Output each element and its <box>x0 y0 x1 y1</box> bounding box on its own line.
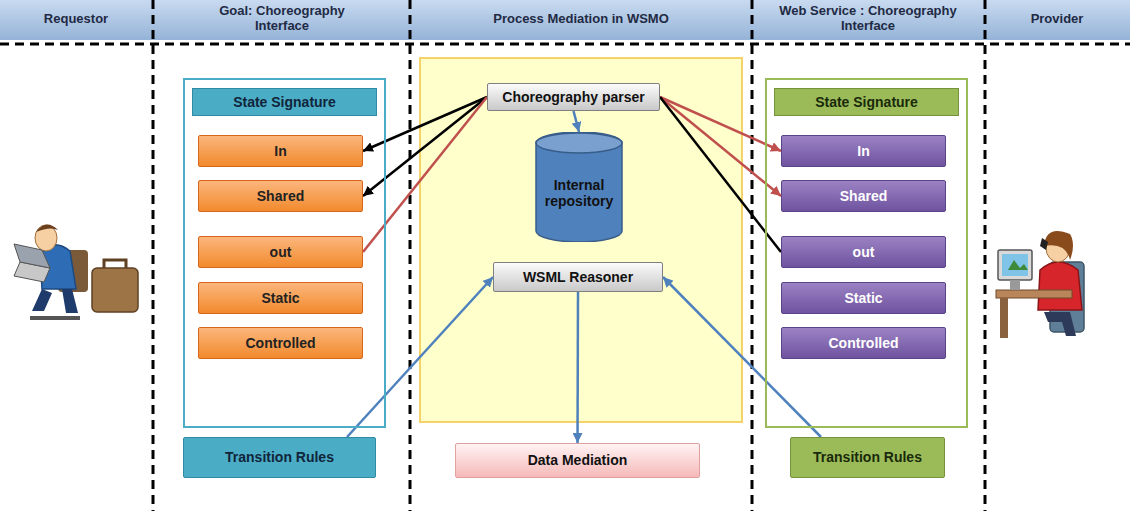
node-label: Shared <box>257 188 304 204</box>
node-label: Static <box>844 290 882 306</box>
provider-figure-part <box>998 250 1032 280</box>
connector-arrow <box>574 111 580 132</box>
parser-box: Choreography parser <box>487 83 660 111</box>
provider-figure-part <box>1000 298 1008 338</box>
node-label: In <box>857 143 869 159</box>
requestor-figure-part <box>32 289 78 313</box>
node-label: Data Mediation <box>528 452 628 468</box>
requestor-figure-part <box>104 260 126 268</box>
separator-part <box>409 0 412 511</box>
column-header: Web Service : Choreography Interface <box>768 4 968 34</box>
connector-arrow <box>347 277 493 437</box>
provider-figure-part <box>1044 312 1076 336</box>
node-label: In <box>274 143 286 159</box>
node-label: Static <box>261 290 299 306</box>
repository-cylinder: Internal repository <box>535 132 623 242</box>
node-label: Controlled <box>246 335 316 351</box>
provider-figure-part <box>1002 254 1028 276</box>
transition-rules-box: Transition Rules <box>790 437 945 478</box>
signature-mode-box: Static <box>781 282 946 314</box>
connector-arrow <box>363 97 487 196</box>
connector-arrow <box>363 97 487 151</box>
requestor-figure-part <box>35 225 57 251</box>
node-label: Choreography parser <box>502 89 644 105</box>
provider-figure-part <box>1008 260 1028 270</box>
signature-mode-box: out <box>781 236 946 268</box>
provider-figure-part <box>1040 238 1048 250</box>
signature-mode-box: Controlled <box>198 327 363 359</box>
provider-figure-part <box>1044 231 1073 260</box>
panel-heading: State Signature <box>192 88 377 116</box>
provider-figure-part <box>996 290 1072 298</box>
panel-heading: State Signature <box>774 88 959 116</box>
node-label: Shared <box>840 188 887 204</box>
transition-rules-box: Transition Rules <box>183 437 376 478</box>
requestor-figure-part <box>92 268 138 312</box>
provider-figure-part <box>1010 280 1020 290</box>
node-label: WSML Reasoner <box>523 269 633 285</box>
requestor-figure <box>14 224 138 318</box>
signature-mode-box: In <box>781 135 946 167</box>
separator-part <box>751 0 754 511</box>
connector-arrow <box>660 97 781 196</box>
signature-mode-box: Shared <box>198 180 363 212</box>
state-signature-panel: State SignatureInShared outStaticControll… <box>765 78 968 428</box>
node-label: out <box>853 244 875 260</box>
column-header: Process Mediation in WSMO <box>421 12 741 27</box>
state-signature-panel: State SignatureInShared outStaticControll… <box>183 78 386 428</box>
connector-arrow <box>363 97 487 252</box>
connector-arrow <box>576 292 579 443</box>
connector-arrow <box>660 97 781 252</box>
data-mediation-box: Data Mediation <box>455 443 700 478</box>
provider-figure-part <box>1038 262 1082 310</box>
signature-mode-box: Static <box>198 282 363 314</box>
separator-part <box>152 0 155 511</box>
node-label: Transition Rules <box>225 449 334 465</box>
node-label: Controlled <box>829 335 899 351</box>
signature-mode-box: Shared <box>781 180 946 212</box>
requestor-figure-part <box>30 316 80 320</box>
signature-mode-box: In <box>198 135 363 167</box>
reasoner-box: WSML Reasoner <box>493 262 663 292</box>
column-header: Provider <box>992 12 1122 27</box>
separator-part <box>0 43 1130 46</box>
node-label: out <box>270 244 292 260</box>
provider-figure <box>996 231 1084 338</box>
header-band <box>0 0 1130 40</box>
node-label: Transition Rules <box>813 449 922 465</box>
requestor-figure-part <box>14 244 50 268</box>
header-band-part <box>0 0 1130 40</box>
requestor-figure-part <box>36 224 58 232</box>
cylinder-body <box>536 132 622 242</box>
node-label: Internal repository <box>535 165 623 209</box>
signature-mode-box: out <box>198 236 363 268</box>
separator-part <box>984 0 987 511</box>
column-header: Goal: Choreography Interface <box>192 4 372 34</box>
column-header: Requestor <box>6 12 146 27</box>
signature-mode-box: Controlled <box>781 327 946 359</box>
connector-arrow <box>660 97 781 151</box>
cylinder-top <box>536 133 622 153</box>
